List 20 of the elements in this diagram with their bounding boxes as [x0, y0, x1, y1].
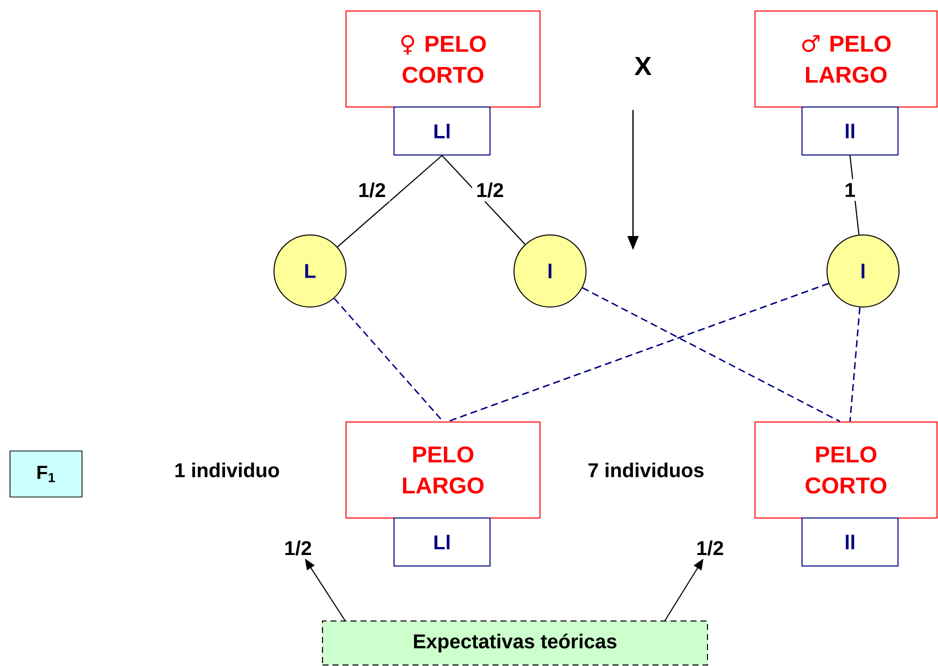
connector-line	[337, 155, 442, 248]
edge-label: 1	[840, 179, 860, 201]
note-box: Expectativas teóricas	[322, 620, 708, 666]
fraction-text: 1/2	[285, 540, 312, 556]
genotype-box: Ll	[394, 106, 490, 156]
connector-line	[849, 307, 861, 422]
count-text: 1 individuo	[175, 462, 279, 478]
genotype-box: Ll	[394, 518, 490, 566]
cross-sign: X	[634, 57, 652, 75]
connector-line	[849, 155, 860, 235]
connector-line	[582, 287, 840, 422]
connector-line	[448, 282, 829, 422]
genotype-box: ll	[802, 106, 898, 156]
edge-label: 1/2	[472, 178, 508, 202]
generation-box: F$_{1}$	[10, 450, 82, 498]
genotype-box: ll	[802, 518, 898, 566]
fraction-text: 1/2	[697, 540, 724, 556]
count-text: 7 individuos	[588, 462, 704, 478]
edge-label: 1/2	[354, 178, 390, 202]
connector-line	[334, 298, 444, 422]
